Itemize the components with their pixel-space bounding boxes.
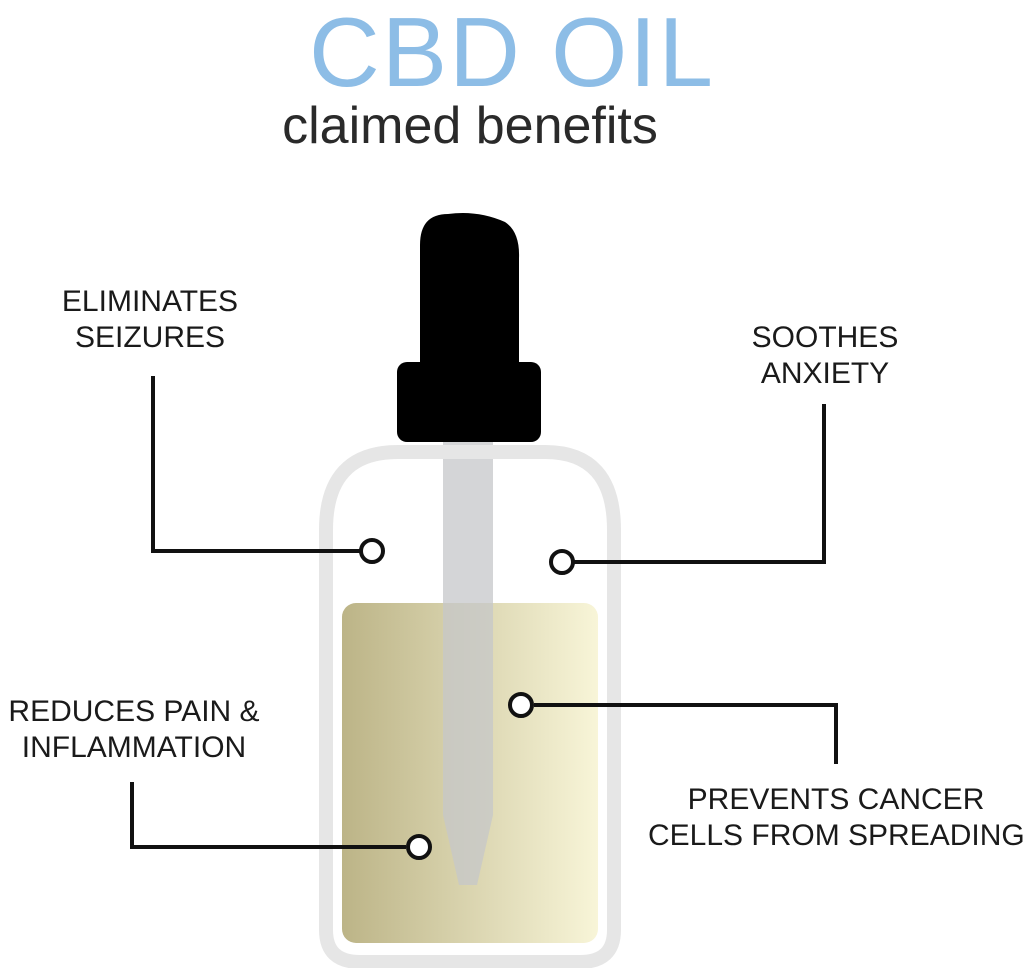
label-anxiety-line1: SOOTHES	[751, 321, 899, 354]
label-cancer-line2: CELLS FROM SPREADING	[648, 819, 1024, 852]
marker-anxiety	[549, 549, 575, 575]
label-pain-line1: REDUCES PAIN &	[8, 695, 260, 728]
label-cancer-line1: PREVENTS CANCER	[687, 783, 985, 816]
label-reduces-pain: REDUCES PAIN & INFLAMMATION	[0, 694, 268, 766]
label-seizures-line1: ELIMINATES	[61, 285, 239, 318]
leader-lines	[130, 376, 838, 849]
page-subtitle: claimed benefits	[282, 97, 658, 155]
label-seizures-line2: SEIZURES	[74, 321, 226, 354]
marker-seizures	[359, 538, 385, 564]
bottle-icon	[319, 445, 621, 968]
label-pain-line2: INFLAMMATION	[21, 731, 247, 764]
label-anxiety-line2: ANXIETY	[760, 357, 890, 390]
label-prevents-cancer: PREVENTS CANCER CELLS FROM SPREADING	[648, 782, 1024, 854]
marker-cancer	[508, 692, 534, 718]
marker-pain	[406, 834, 432, 860]
leader-line-anxiety	[574, 404, 826, 564]
page-title: CBD OIL	[308, 0, 716, 107]
label-soothes-anxiety: SOOTHES ANXIETY	[690, 320, 960, 392]
leader-line-cancer	[534, 703, 838, 764]
dropper-tube	[443, 440, 493, 885]
dropper-cap-icon	[397, 213, 541, 442]
label-eliminates-seizures: ELIMINATES SEIZURES	[0, 284, 300, 356]
leader-line-pain	[130, 782, 406, 849]
leader-line-seizures	[151, 376, 360, 553]
marker-dots	[359, 538, 575, 860]
